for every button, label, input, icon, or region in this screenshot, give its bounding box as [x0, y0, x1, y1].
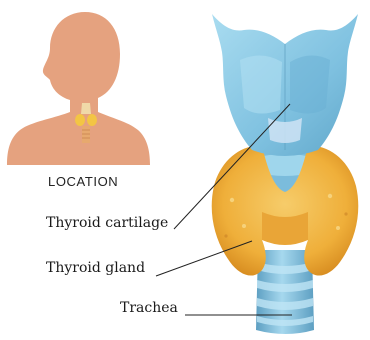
trachea-label: Trachea [120, 300, 178, 316]
thyroid-cartilage-illustration [212, 14, 358, 156]
person-silhouette [7, 12, 150, 165]
location-caption: LOCATION [48, 174, 118, 189]
thyroid-cartilage-label: Thyroid cartilage [46, 215, 168, 231]
thyroid-gland-label: Thyroid gland [46, 260, 145, 276]
thyroid-anatomy [212, 14, 359, 334]
location-silhouette [7, 12, 150, 165]
